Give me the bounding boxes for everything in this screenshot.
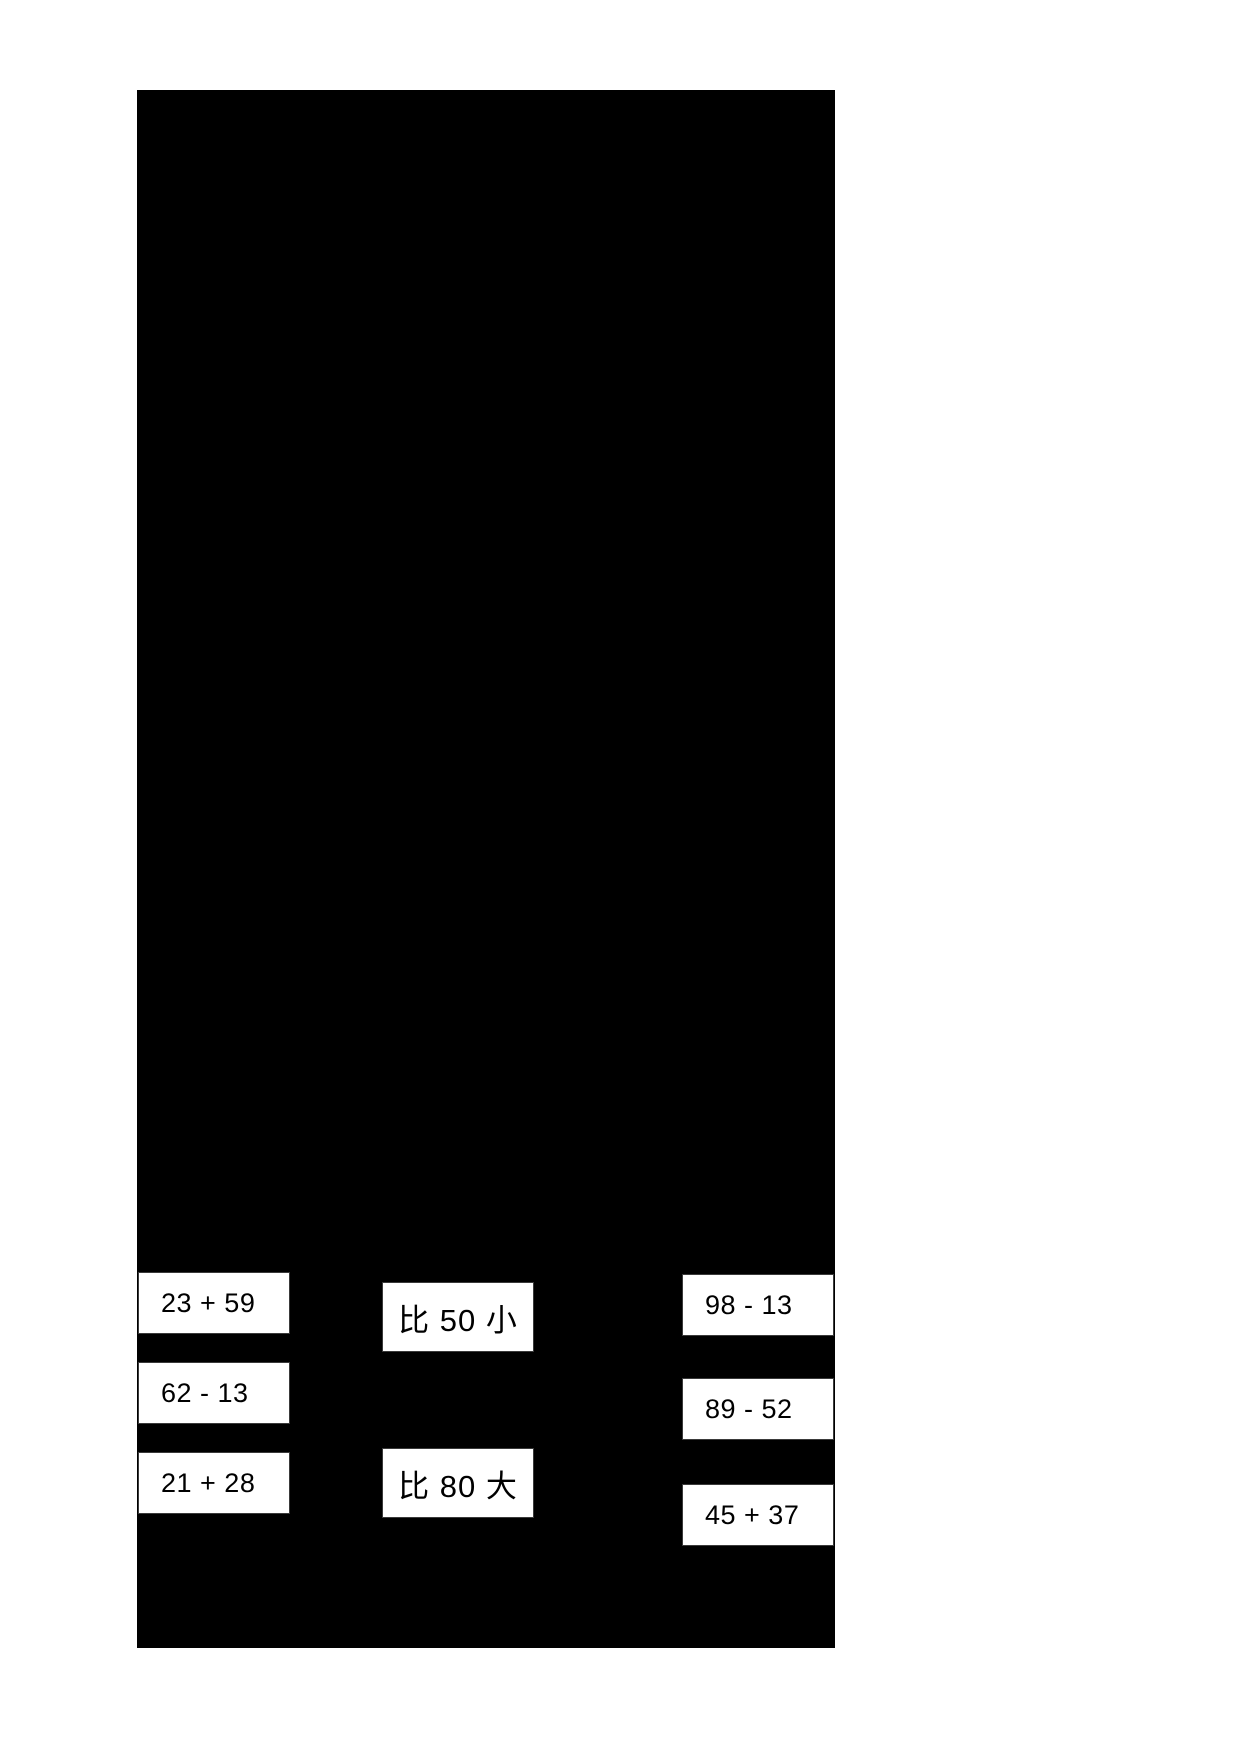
expression-card-right-1[interactable]: 98 - 13 [682,1274,834,1336]
expression-label: 45 + 37 [705,1499,800,1530]
condition-card-middle-2[interactable]: 比 80 大 [382,1448,534,1518]
expression-card-right-3[interactable]: 45 + 37 [682,1484,834,1546]
condition-card-middle-1[interactable]: 比 50 小 [382,1282,534,1352]
expression-label: 21 + 28 [161,1467,256,1498]
condition-label: 比 50 小 [398,1302,518,1338]
expression-card-left-1[interactable]: 23 + 59 [138,1272,290,1334]
expression-label: 98 - 13 [705,1289,793,1320]
expression-card-left-2[interactable]: 62 - 13 [138,1362,290,1424]
expression-label: 23 + 59 [161,1287,256,1318]
expression-card-right-2[interactable]: 89 - 52 [682,1378,834,1440]
expression-card-left-3[interactable]: 21 + 28 [138,1452,290,1514]
slide-canvas: 23 + 59 62 - 13 21 + 28 比 50 小 比 80 大 98… [137,90,835,1648]
condition-label: 比 80 大 [398,1468,518,1504]
expression-label: 62 - 13 [161,1377,249,1408]
expression-label: 89 - 52 [705,1393,793,1424]
